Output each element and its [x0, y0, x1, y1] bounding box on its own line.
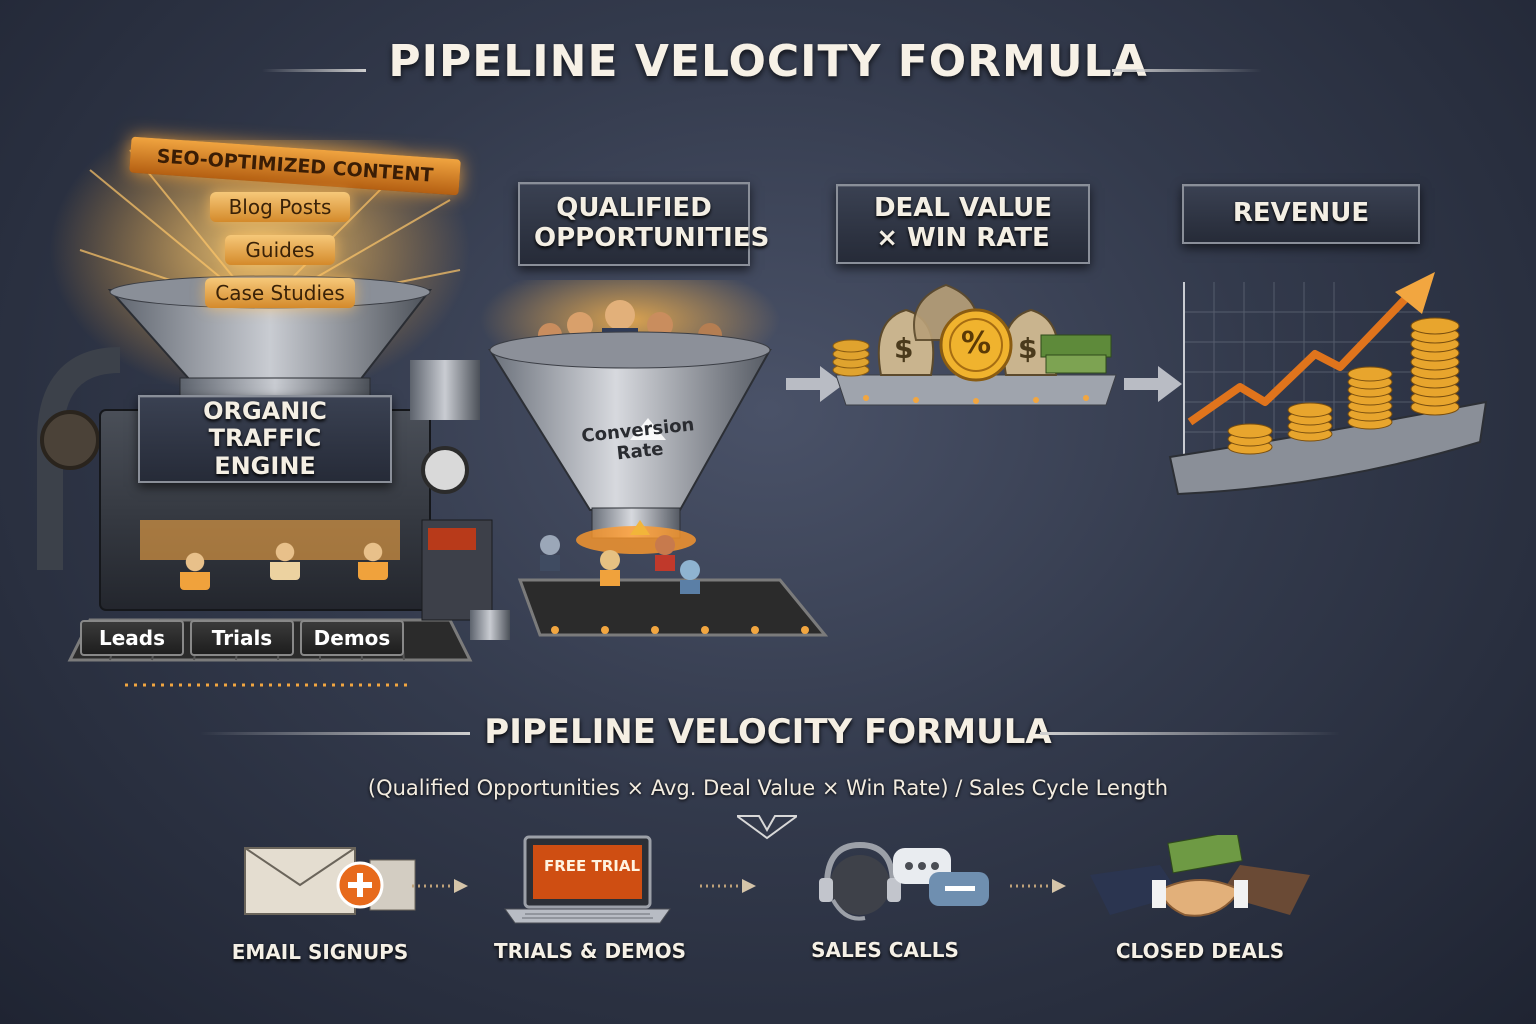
headset-chat-icon [819, 841, 989, 921]
revenue-chart-illustration [1168, 272, 1488, 496]
dollar-sign-icon: $ [1018, 332, 1038, 365]
belt-label-demos: Demos [300, 620, 404, 656]
free-trial-screen-text: FREE TRIAL [543, 857, 641, 875]
flow-arrow-1-icon [786, 366, 844, 402]
engine-label: ORGANIC TRAFFIC ENGINE [138, 395, 392, 483]
title-rule-right [1112, 69, 1262, 72]
flow-arrow-2-icon [1124, 366, 1182, 402]
formula-text: (Qualified Opportunities × Avg. Deal Val… [367, 776, 1169, 800]
funnel-illustration [480, 280, 829, 637]
formula-title: PIPELINE VELOCITY FORMULA [484, 712, 1052, 752]
person-icon [270, 540, 300, 580]
content-item-guides: Guides [225, 235, 335, 265]
money-bags-illustration [832, 283, 1117, 406]
stage-revenue-label: REVENUE [1182, 184, 1420, 244]
step-label-trials-demos: TRIALS & DEMOS [493, 939, 687, 963]
step-trials-demos: FREE TRIAL TRIALS & DEMOS [460, 835, 720, 980]
belt-label-leads: Leads [80, 620, 184, 656]
step-arrow-1-icon [412, 879, 468, 893]
formula-rule-left [200, 732, 470, 735]
content-item-case-studies: Case Studies [205, 278, 355, 308]
content-item-blog-posts: Blog Posts [210, 192, 350, 222]
person-icon [180, 550, 210, 590]
dollar-sign-icon: $ [894, 332, 914, 365]
revenue-growth-graphic [1150, 262, 1496, 498]
handshake-icon [1090, 835, 1310, 917]
step-closed-deals: CLOSED DEALS [1070, 835, 1330, 980]
envelope-plus-icon [244, 847, 416, 915]
conversion-funnel: Conversion Rate [480, 280, 860, 670]
belt-label-trials: Trials [190, 620, 294, 656]
step-label-email-signups: EMAIL SIGNUPS [231, 940, 409, 964]
laptop-icon [504, 835, 671, 924]
person-icon [358, 540, 388, 580]
step-label-closed-deals: CLOSED DEALS [1115, 939, 1285, 963]
organic-traffic-engine: SEO-OPTIMIZED CONTENT Blog Posts Guides … [30, 136, 510, 700]
down-arrow-icon [737, 815, 797, 840]
percent-coin-icon: % [961, 326, 992, 361]
title-rule-left [262, 69, 366, 72]
money-bags-shelf: $ % $ [826, 280, 1126, 420]
step-label-sales-calls: SALES CALLS [811, 938, 959, 962]
step-arrow-3-icon [1010, 879, 1066, 893]
step-email-signups: EMAIL SIGNUPS [190, 840, 450, 980]
page-title: PIPELINE VELOCITY FORMULA [388, 36, 1148, 87]
formula-rule-right [1040, 732, 1340, 735]
step-sales-calls: SALES CALLS [755, 830, 1015, 980]
step-arrow-2-icon [700, 879, 756, 893]
stage-qualified-opportunities-label: QUALIFIED OPPORTUNITIES [518, 182, 769, 266]
stage-deal-value-label: DEAL VALUE × WIN RATE [836, 184, 1090, 264]
